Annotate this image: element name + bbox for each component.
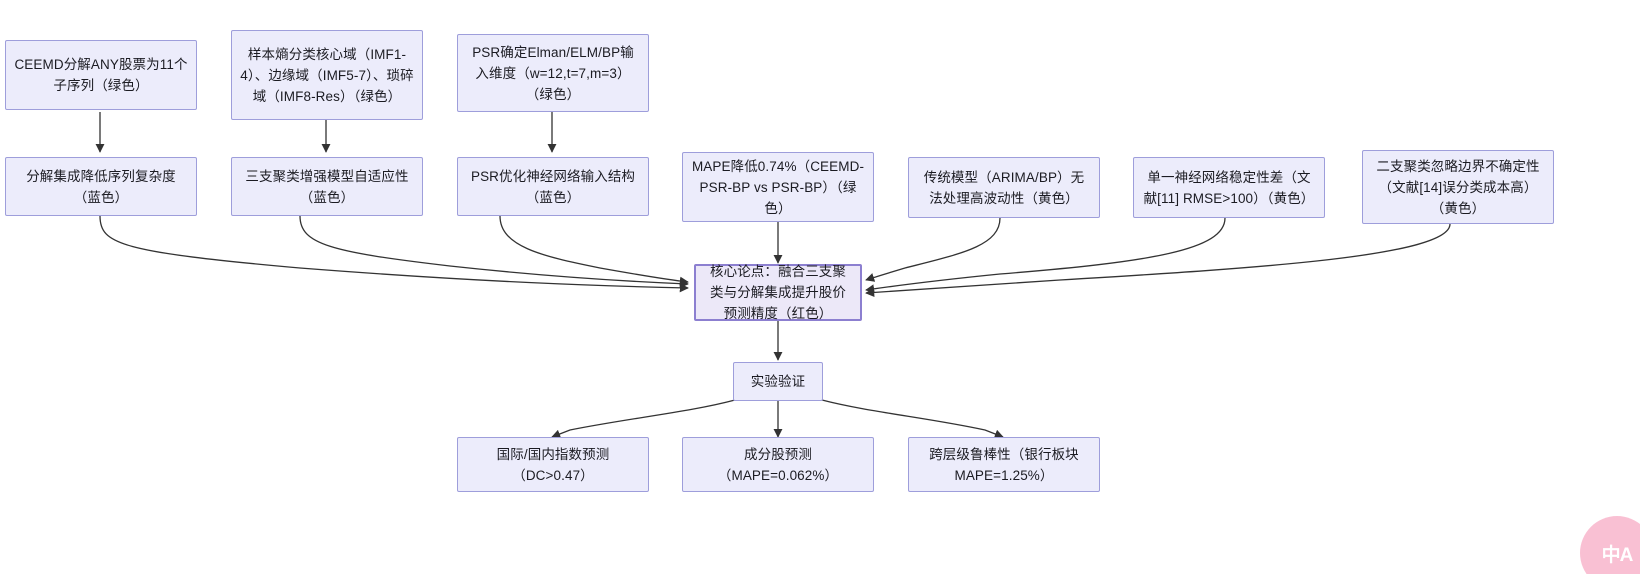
- edge-n6-core: [499, 215, 689, 286]
- watermark-badge: 中A: [1580, 516, 1640, 574]
- node-label: PSR确定Elman/ELM/BP输入维度（w=12,t=7,m=3）（绿色）: [472, 44, 634, 102]
- edge-n8-core: [865, 217, 1001, 282]
- node-label: PSR优化神经网络输入结构（蓝色）: [470, 168, 636, 205]
- node-three-way-clustering-adaptivity[interactable]: 三支聚类增强模型自适应性（蓝色）: [231, 157, 423, 216]
- node-single-network-instability[interactable]: 单一神经网络稳定性差（文献[11] RMSE>100）（黄色）: [1133, 157, 1325, 218]
- edge-n10-core: [865, 223, 1451, 297]
- watermark-text: 中A: [1601, 544, 1634, 566]
- edge-exp-r3: [821, 399, 1004, 439]
- node-reduce-sequence-complexity[interactable]: 分解集成降低序列复杂度（蓝色）: [5, 157, 197, 216]
- node-core-claim[interactable]: 核心论点：融合三支聚类与分解集成提升股价预测精度（红色）: [694, 264, 862, 321]
- node-ceemd-decomposition[interactable]: CEEMD分解ANY股票为11个子序列（绿色）: [5, 40, 197, 110]
- node-result-constituent-stock[interactable]: 成分股预测（MAPE=0.062%）: [682, 437, 874, 492]
- node-label: 单一神经网络稳定性差（文献[11] RMSE>100）（黄色）: [1143, 169, 1315, 206]
- node-traditional-model-limitation[interactable]: 传统模型（ARIMA/BP）无法处理高波动性（黄色）: [908, 157, 1100, 218]
- node-label: 跨层级鲁棒性（银行板块MAPE=1.25%）: [929, 446, 1079, 483]
- node-experiment-validation[interactable]: 实验验证: [733, 362, 823, 401]
- node-result-cross-level-robustness[interactable]: 跨层级鲁棒性（银行板块MAPE=1.25%）: [908, 437, 1100, 492]
- node-label: 成分股预测（MAPE=0.062%）: [717, 446, 839, 483]
- node-mape-improvement-evidence[interactable]: MAPE降低0.74%（CEEMD-PSR-BP vs PSR-BP）（绿色）: [682, 152, 874, 222]
- edge-n4-core: [99, 215, 689, 293]
- node-sample-entropy-classification[interactable]: 样本熵分类核心域（IMF1-4）、边缘域（IMF5-7）、琐碎域（IMF8-Re…: [231, 30, 423, 120]
- edge-n5-core: [299, 215, 689, 289]
- node-label: 核心论点：融合三支聚类与分解集成提升股价预测精度（红色）: [710, 264, 846, 321]
- node-label: 国际/国内指数预测（DC>0.47）: [496, 446, 610, 483]
- node-label: CEEMD分解ANY股票为11个子序列（绿色）: [14, 57, 188, 93]
- node-label: 传统模型（ARIMA/BP）无法处理高波动性（黄色）: [923, 169, 1085, 206]
- node-label: 三支聚类增强模型自适应性（蓝色）: [245, 168, 409, 205]
- node-label: 分解集成降低序列复杂度（蓝色）: [26, 168, 176, 205]
- edge-n9-core: [865, 217, 1226, 294]
- node-result-index-prediction[interactable]: 国际/国内指数预测（DC>0.47）: [457, 437, 649, 492]
- node-psr-input-dimension[interactable]: PSR确定Elman/ELM/BP输入维度（w=12,t=7,m=3）（绿色）: [457, 34, 649, 112]
- node-label: 样本熵分类核心域（IMF1-4）、边缘域（IMF5-7）、琐碎域（IMF8-Re…: [240, 46, 414, 104]
- node-label: MAPE降低0.74%（CEEMD-PSR-BP vs PSR-BP）（绿色）: [691, 158, 865, 216]
- node-two-way-clustering-limitation[interactable]: 二支聚类忽略边界不确定性（文献[14]误分类成本高）（黄色）: [1362, 150, 1554, 224]
- node-psr-optimize-network-structure[interactable]: PSR优化神经网络输入结构（蓝色）: [457, 157, 649, 216]
- node-label: 二支聚类忽略边界不确定性（文献[14]误分类成本高）（黄色）: [1376, 158, 1540, 216]
- edge-exp-r1: [551, 399, 736, 439]
- node-label: 实验验证: [750, 374, 806, 389]
